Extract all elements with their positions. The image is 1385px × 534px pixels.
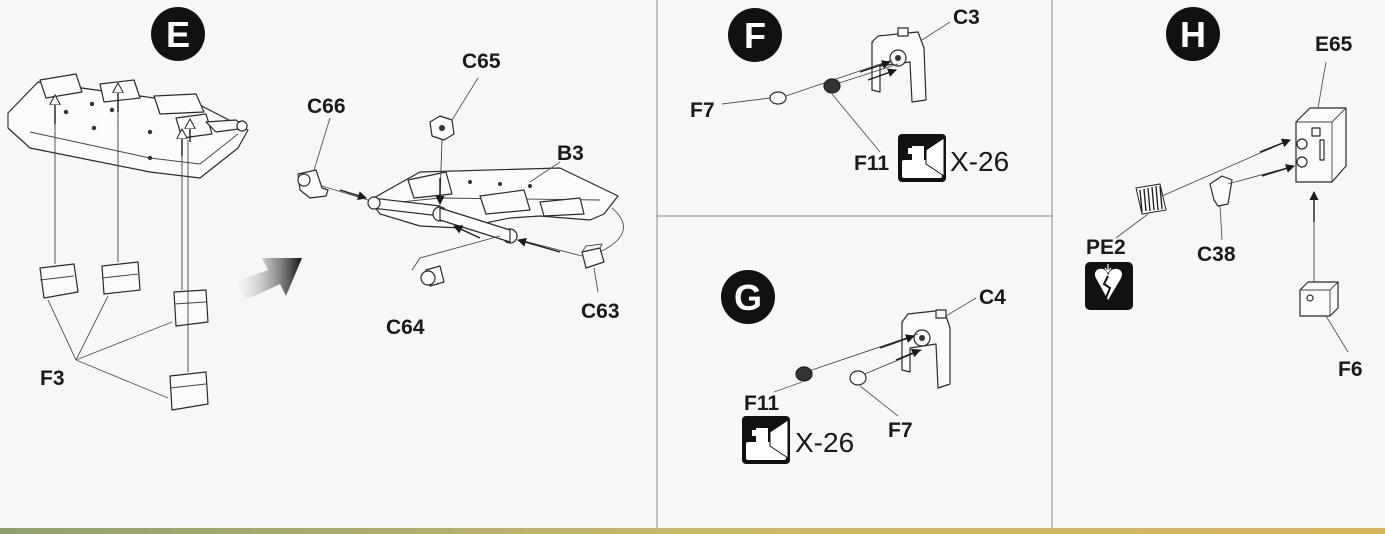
step-h: H <box>1085 7 1363 381</box>
step-e-b3-label: B3 <box>557 142 584 165</box>
step-f: F C3 F7 F11 X-26 <box>690 6 1009 182</box>
step-f-badge: F <box>728 8 782 62</box>
step-e-f3-label: F3 <box>40 367 65 390</box>
step-f-f11-label: F11 <box>854 152 889 175</box>
step-g-c4-leader <box>945 297 977 317</box>
step-h-f6-part <box>1299 191 1349 353</box>
step-e-c65-label: C65 <box>462 50 501 73</box>
step-e-c63-part <box>517 207 624 293</box>
step-e-c66-part <box>297 117 369 201</box>
step-e-b3-leader <box>529 161 561 183</box>
step-h-e65-leader <box>1317 61 1327 109</box>
step-h-e65-part <box>1295 107 1347 183</box>
step-e-plate <box>7 73 249 179</box>
step-g-paint-code: X-26 <box>795 427 854 458</box>
step-g-f7-part <box>849 370 867 386</box>
step-f-f11-leader <box>831 93 881 153</box>
photo-etch-part-icon <box>1085 262 1133 310</box>
step-f-letter: F <box>744 15 766 56</box>
step-f-f7-leader <box>721 97 771 105</box>
step-g: G C4 F11 F7 X-26 <box>721 270 1006 464</box>
step-f-c3-leader <box>921 21 951 41</box>
step-f-f11-part <box>823 78 841 94</box>
step-f-rod <box>779 59 899 99</box>
step-e-guides <box>47 84 190 399</box>
step-g-f7-label: F7 <box>888 419 913 442</box>
step-e-c64-part <box>411 225 501 287</box>
step-e-f3-parts <box>39 261 209 411</box>
step-f-f7-label: F7 <box>690 99 715 122</box>
assembly-arrow-icon <box>234 258 302 300</box>
step-f-paint-code: X-26 <box>950 146 1009 177</box>
step-h-pe2-part <box>1115 138 1291 239</box>
step-g-f11-part <box>795 366 813 382</box>
step-e-letter: E <box>166 14 190 55</box>
step-f-c3-label: C3 <box>953 6 980 29</box>
step-e-c64-label: C64 <box>386 316 425 339</box>
step-h-c38-label: C38 <box>1197 243 1236 266</box>
step-e: E <box>7 7 624 411</box>
step-h-f6-label: F6 <box>1338 358 1363 381</box>
step-e-b3-part <box>367 167 619 244</box>
paint-swatch-icon <box>898 134 946 182</box>
step-g-c4-label: C4 <box>979 286 1006 309</box>
step-h-e65-label: E65 <box>1315 33 1353 56</box>
step-g-f7-leader <box>859 385 899 417</box>
step-e-badge: E <box>151 7 205 61</box>
step-h-pe2-label: PE2 <box>1086 236 1126 259</box>
step-h-c38-part <box>1209 164 1295 241</box>
step-f-c3-part <box>871 27 927 103</box>
step-g-letter: G <box>734 277 762 318</box>
step-e-c65-part <box>429 77 479 205</box>
step-g-badge: G <box>721 270 775 324</box>
step-g-f11-label: F11 <box>744 392 779 415</box>
step-e-c66-label: C66 <box>307 95 346 118</box>
page-bottom-edge <box>0 528 1385 534</box>
step-e-c63-label: C63 <box>581 300 620 323</box>
paint-swatch-icon <box>742 416 790 464</box>
step-g-rod <box>805 333 923 377</box>
step-h-letter: H <box>1180 14 1206 55</box>
step-g-f11-leader <box>773 381 803 393</box>
step-f-f7-part <box>769 91 787 105</box>
step-g-c4-part <box>901 309 951 389</box>
step-h-badge: H <box>1166 7 1220 61</box>
